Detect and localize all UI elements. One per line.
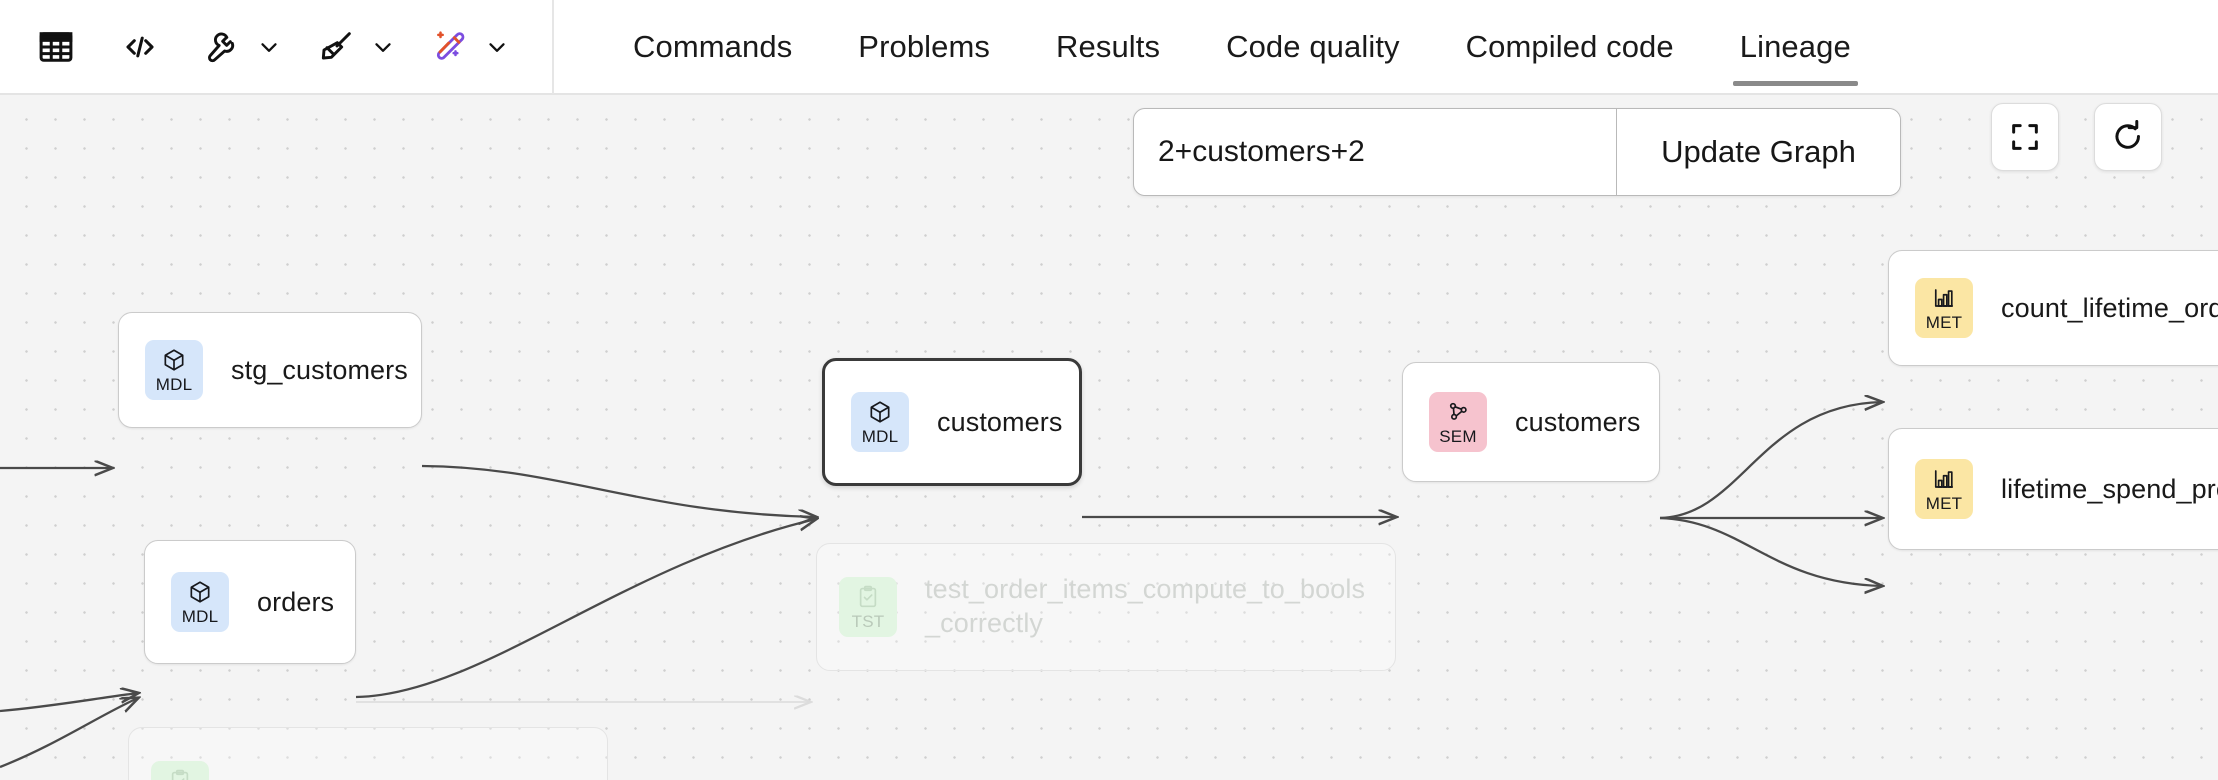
update-graph-button[interactable]: Update Graph <box>1616 109 1900 195</box>
tab-problems[interactable]: Problems <box>825 0 1023 94</box>
node-label: orders <box>257 586 335 617</box>
tab-results-label: Results <box>1056 28 1161 64</box>
edge-in-orders-b <box>0 698 138 769</box>
code-icon[interactable] <box>112 19 168 75</box>
toolbar-divider <box>552 0 554 94</box>
wand-chevron-down-icon[interactable] <box>478 19 516 75</box>
node-test-order-items: TST test_order_items_compute_to_bools_co… <box>816 543 1396 671</box>
badge-sem: SEM <box>1429 392 1487 452</box>
table-view-icon[interactable] <box>28 19 84 75</box>
badge-mdl: MDL <box>145 340 203 400</box>
tab-commands-label: Commands <box>633 28 793 64</box>
refresh-button[interactable] <box>2094 103 2162 171</box>
editor-toolbar: Commands Problems Results Code quality C… <box>0 0 2218 95</box>
badge-mdl: MDL <box>851 392 909 452</box>
badge-met: MET <box>1915 459 1973 519</box>
badge-tst: TST <box>839 577 897 637</box>
node-label: test_order_items_compute_to_bools_correc… <box>925 574 1366 638</box>
node-label: customers <box>1515 406 1641 437</box>
broom-chevron-down-icon[interactable] <box>364 19 402 75</box>
tab-lineage[interactable]: Lineage <box>1707 0 1884 94</box>
node-orders[interactable]: MDL orders <box>144 540 356 664</box>
node-count-lifetime-orders[interactable]: MET count_lifetime_orders <box>1888 250 2218 366</box>
graph-search-widget: Update Graph <box>1133 108 1901 196</box>
badge-mdl-text: MDL <box>155 375 193 394</box>
wrench-chevron-down-icon[interactable] <box>250 19 288 75</box>
edge-in-orders-a <box>0 693 138 713</box>
node-label: count_lifetime_orders <box>2001 292 2218 323</box>
broom-icon[interactable] <box>308 19 364 75</box>
badge-met: MET <box>1915 278 1973 338</box>
node-customers-model[interactable]: MDL customers <box>822 358 1082 486</box>
badge-tst: TST <box>151 761 209 780</box>
badge-tst-text: TST <box>851 612 885 631</box>
node-stg-customers[interactable]: MDL stg_customers <box>118 312 422 428</box>
graph-search-input[interactable] <box>1134 109 1616 195</box>
edge-orders-to-customers <box>355 519 816 699</box>
badge-met-text: MET <box>1925 313 1963 332</box>
tab-code-quality[interactable]: Code quality <box>1193 0 1433 94</box>
node-label: stg_customers <box>231 354 408 385</box>
node-test-bottom: TST <box>128 727 608 780</box>
wrench-icon[interactable] <box>194 19 250 75</box>
edge-sem-to-lifetime-spend <box>1659 516 1882 586</box>
tab-lineage-label: Lineage <box>1739 28 1851 64</box>
badge-met-text: MET <box>1925 494 1963 513</box>
tab-bar: Commands Problems Results Code quality C… <box>554 0 1884 94</box>
badge-mdl: MDL <box>171 572 229 632</box>
tab-commands[interactable]: Commands <box>600 0 825 94</box>
tab-results[interactable]: Results <box>1023 0 1193 94</box>
node-label: lifetime_spend_pretax <box>2001 473 2218 504</box>
edge-stg-customers-to-customers <box>421 464 816 517</box>
magic-wand-icon[interactable] <box>422 19 478 75</box>
edge-sem-to-count-lifetime-orders <box>1659 402 1882 520</box>
badge-sem-text: SEM <box>1439 427 1477 446</box>
tab-compiled-code[interactable]: Compiled code <box>1433 0 1707 94</box>
badge-mdl-text: MDL <box>861 427 899 446</box>
node-customers-semantic[interactable]: SEM customers <box>1402 362 1660 482</box>
lineage-canvas[interactable]: MDL stg_customers MDL orders MDL custome… <box>0 95 2218 780</box>
tab-code-quality-label: Code quality <box>1226 28 1400 64</box>
badge-mdl-text: MDL <box>181 607 219 626</box>
tab-compiled-code-label: Compiled code <box>1465 28 1674 64</box>
fit-view-button[interactable] <box>1991 103 2059 171</box>
tab-problems-label: Problems <box>858 28 991 64</box>
toolbar-icon-group <box>0 0 516 94</box>
lineage-edges <box>0 95 2218 769</box>
node-label: customers <box>937 406 1063 437</box>
node-lifetime-spend-pretax[interactable]: MET lifetime_spend_pretax <box>1888 428 2218 550</box>
